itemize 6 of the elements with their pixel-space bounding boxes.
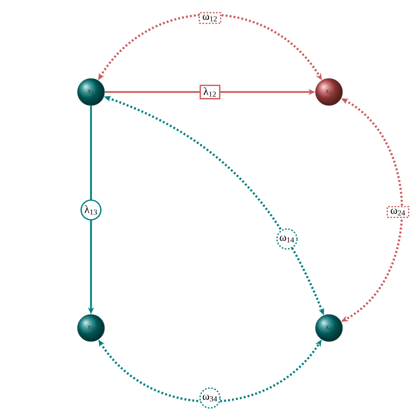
edge-label: ω$_{34}$ (199, 387, 221, 409)
edge-label: λ$_{13}$ (80, 200, 102, 221)
edge-label: ω$_{12}$ (198, 12, 222, 24)
edge-label: ω$_{14}$ (276, 228, 298, 250)
edge-label: ω$_{24}$ (386, 206, 410, 218)
edge-label: λ$_{12}$ (200, 84, 220, 100)
